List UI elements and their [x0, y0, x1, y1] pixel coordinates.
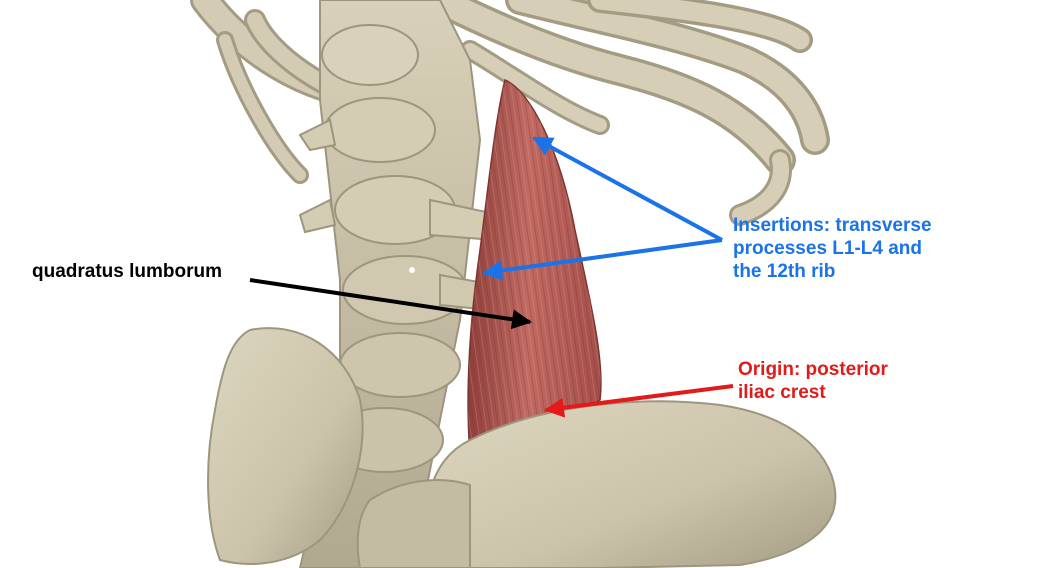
rib-cage: [190, 0, 830, 226]
muscle-arrow: [249, 278, 532, 330]
origin-label-line: Origin: posterior: [738, 359, 888, 380]
insertion-arrow-processes: [482, 238, 723, 281]
insertions-label: Insertions: transverse processes L1-L4 a…: [733, 214, 932, 283]
insertion-arrow-rib: [532, 136, 723, 242]
left-ilium: [207, 327, 364, 565]
insertions-label-line: Insertions: transverse: [733, 215, 932, 236]
insertions-label-line: the 12th rib: [733, 261, 836, 282]
origin-label-line: iliac crest: [738, 382, 826, 403]
insertions-label-line: processes L1-L4 and: [733, 238, 923, 259]
origin-label: Origin: posterior iliac crest: [738, 358, 888, 404]
origin-arrow: [544, 384, 734, 418]
right-iliac-crest: [356, 400, 837, 568]
muscle-label: quadratus lumborum: [32, 261, 223, 282]
